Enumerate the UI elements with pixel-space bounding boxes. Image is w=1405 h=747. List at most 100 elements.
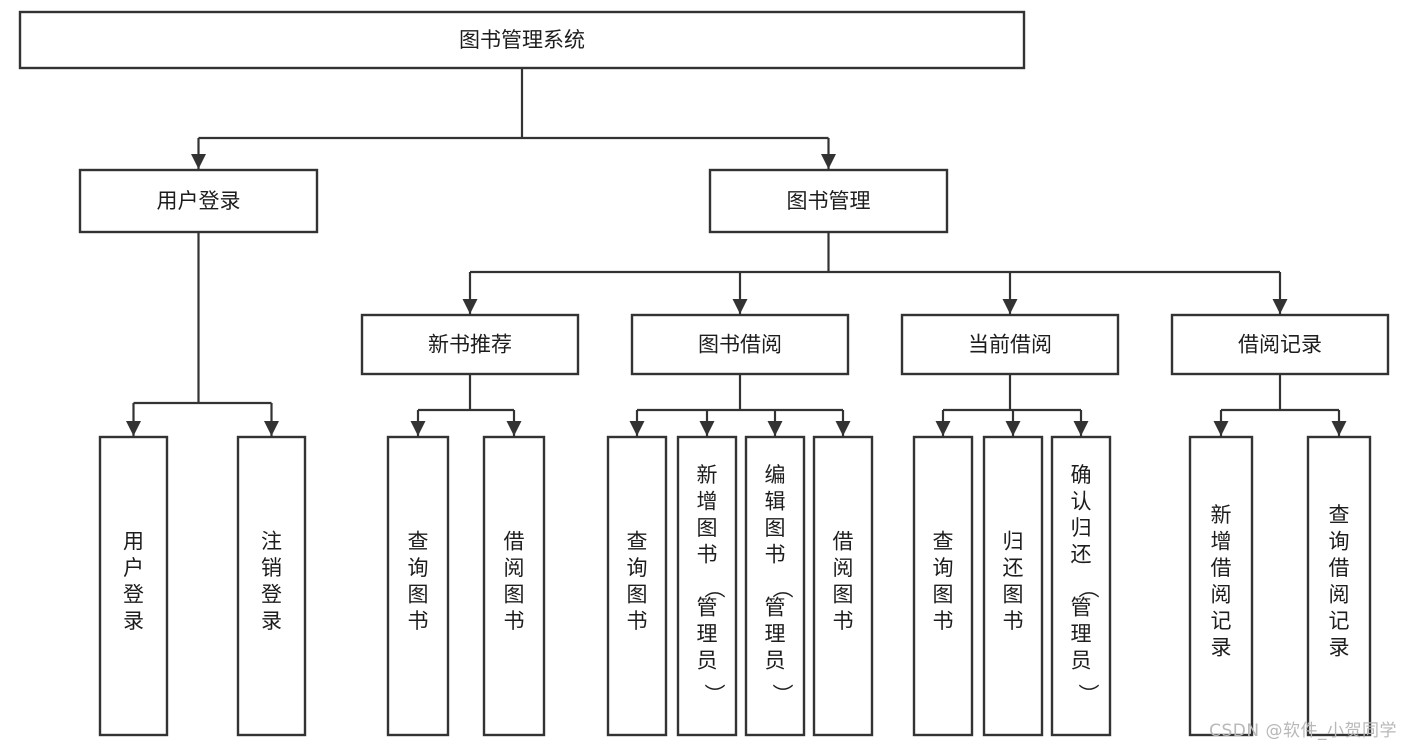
leaf-node-box[interactable] [1050,435,1112,737]
leaf-node-label-char: 借 [504,529,525,553]
leaf-node-label-char: 图 [504,582,525,606]
leaf-node-label-char: 管 [1071,596,1092,620]
level2-node-label: 借阅记录 [1238,333,1322,357]
level2-node-box[interactable] [630,313,850,376]
leaf-node-label-char: 查 [1329,503,1350,527]
level1-node-box[interactable] [708,168,949,234]
csdn-watermark: CSDN @软件_小贺同学 [1209,721,1397,741]
leaf-node-label-char: 记 [1329,609,1350,633]
root-node-label: 图书管理系统 [459,28,585,52]
leaf-node-label-char: 图 [408,582,429,606]
leaf-node-1[interactable]: 用户登录 [98,435,169,737]
leaf-node-box[interactable] [1306,435,1372,737]
leaf-node-label-char: 登 [123,582,144,606]
leaf-node-label-char: 增 [697,490,718,514]
leaf-node-label-char: 查 [627,529,648,553]
leaf-node-label-char: 借 [833,529,854,553]
level1-node-1[interactable]: 用户登录 [78,168,319,234]
leaf-node-label-char: 员 [1071,649,1092,673]
leaf-node-label-char: 图 [627,582,648,606]
leaf-node-label-char: 询 [627,556,648,580]
level1-node-label: 用户登录 [157,189,241,213]
connector-group [935,374,1089,436]
level2-node-3[interactable]: 当前借阅 [900,313,1120,376]
root-node-1[interactable]: 图书管理系统 [18,10,1026,70]
level2-node-box[interactable] [360,313,580,376]
arrow-head-icon [935,421,951,436]
leaf-node-label-char: 录 [261,609,282,633]
leaf-node-label-char: （ [1076,578,1100,599]
leaf-node-box[interactable] [912,435,974,737]
leaf-node-label-char: 录 [1211,635,1232,659]
arrow-head-icon [264,421,279,436]
level1-node-box[interactable] [78,168,319,234]
root-node-box[interactable] [18,10,1026,70]
leaf-node-label-char: 还 [1003,556,1024,580]
level1-node-label: 图书管理 [787,189,871,213]
arrow-head-icon [1272,299,1288,314]
leaf-node-label-char: 增 [1211,529,1232,553]
leaf-node-label-char: 归 [1071,516,1092,540]
leaf-node-label-char: 借 [1211,556,1232,580]
leaf-node-box[interactable] [676,435,738,737]
level2-node-label: 新书推荐 [428,333,512,357]
level2-node-label: 图书借阅 [698,333,782,357]
leaf-node-label-char: 借 [1329,556,1350,580]
leaf-node-label-char: 阅 [504,556,525,580]
leaf-node-box[interactable] [482,435,546,737]
leaf-node-box[interactable] [1188,435,1254,737]
level2-node-box[interactable] [900,313,1120,376]
leaf-node-label-char: 还 [1071,543,1092,567]
leaf-node-box[interactable] [236,435,307,737]
arrow-head-icon [699,421,715,436]
arrow-head-icon [410,421,426,436]
leaf-node-label-char: 图 [933,582,954,606]
leaf-node-label-char: 图 [833,582,854,606]
level2-node-1[interactable]: 新书推荐 [360,313,580,376]
arrow-head-icon [506,421,522,436]
leaf-node-box[interactable] [982,435,1044,737]
leaf-node-label-char: 注 [261,529,282,553]
connector-group [126,232,279,436]
connector-group [410,374,522,436]
leaf-node-box[interactable] [606,435,668,737]
leaf-node-label-char: 书 [408,609,429,633]
level2-node-box[interactable] [1170,313,1390,376]
leaf-node-label-char: 录 [1329,635,1350,659]
leaf-node-box[interactable] [744,435,806,737]
leaf-node-label-char: 图 [765,516,786,540]
leaf-node-label-char: 阅 [833,556,854,580]
leaf-node-label-char: （ [702,578,726,599]
leaf-node-label-char: 确 [1071,463,1092,487]
leaf-node-box[interactable] [812,435,874,737]
connector-group [462,232,1288,314]
leaf-node-label-char: 管 [697,596,718,620]
level1-node-2[interactable]: 图书管理 [708,168,949,234]
arrow-head-icon [191,154,206,169]
leaf-node-label-char: 销 [261,556,282,580]
leaf-node-box[interactable] [386,435,450,737]
leaf-node-label-char: 辑 [765,490,786,514]
leaf-node-label-char: 理 [765,622,786,646]
level2-node-4[interactable]: 借阅记录 [1170,313,1390,376]
leaf-node-label-char: 阅 [1211,582,1232,606]
arrow-head-icon [1073,421,1089,436]
leaf-node-label-char: （ [770,578,794,599]
leaf-node-label-char: 询 [1329,529,1350,553]
leaf-node-box[interactable] [98,435,169,737]
leaf-node-label-char: 阅 [1329,582,1350,606]
level2-node-2[interactable]: 图书借阅 [630,313,850,376]
